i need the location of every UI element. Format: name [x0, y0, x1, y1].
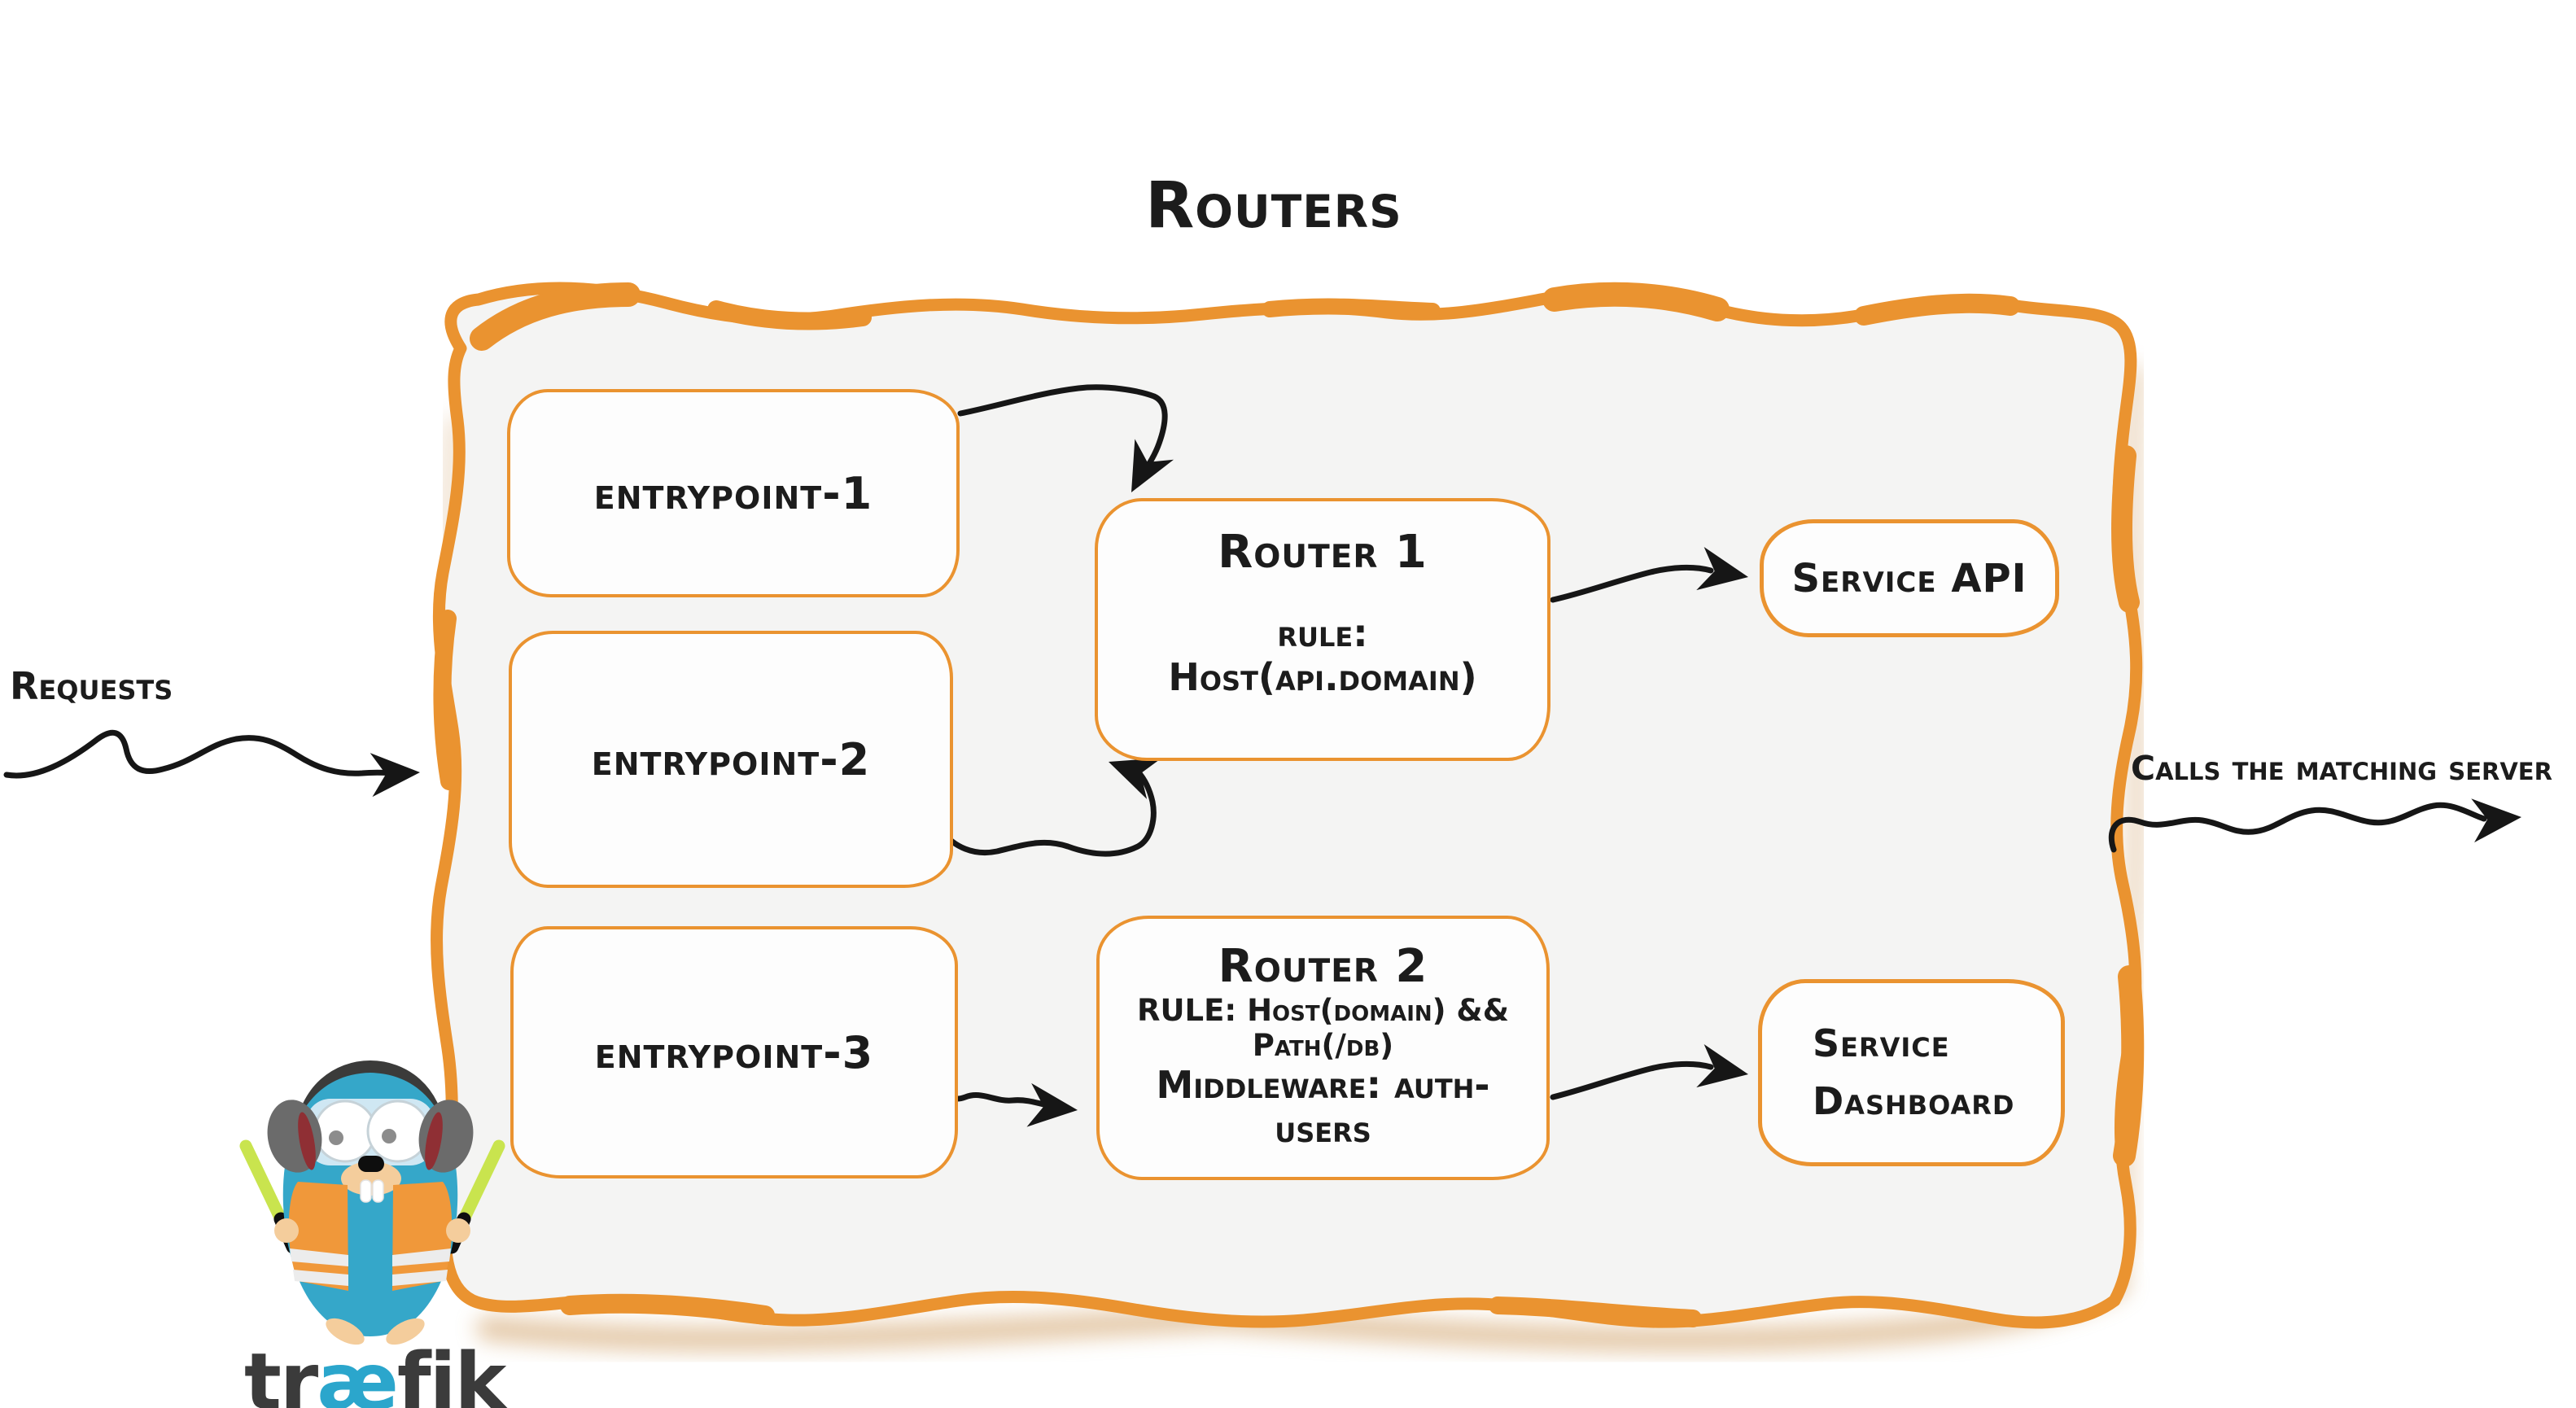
entrypoint-3-box: entrypoint-3 [510, 926, 958, 1178]
entrypoint-1-label: entrypoint-1 [593, 467, 873, 519]
entrypoint-3-label: entrypoint-3 [594, 1026, 874, 1078]
calls-label: Calls the matching server [2131, 749, 2552, 788]
traefik-wordmark: træfik [244, 1336, 506, 1408]
arrow-entrypoint1-to-router1 [957, 384, 1174, 492]
container-brush-accents [433, 282, 2145, 1327]
gopher-hand-left [274, 1218, 299, 1243]
traefik-ae-glyph: æ [317, 1336, 399, 1408]
arrow-router2-to-service-dashboard [1550, 1043, 1748, 1100]
traefik-gopher-mascot-icon [239, 1060, 505, 1345]
light-baton-left [239, 1139, 287, 1226]
requests-label: Requests [10, 664, 173, 708]
arrow-requests-in [3, 729, 420, 798]
goggle-eye-right [366, 1100, 430, 1163]
gopher-hand-right [446, 1218, 470, 1243]
arrows [3, 384, 2521, 1127]
service-dashboard-box: Service Dashboard [1758, 979, 2065, 1166]
router-2-rule: RULE: Host(domain) && Path(/db) [1137, 993, 1509, 1063]
diagram-title: Routers [1145, 169, 1402, 243]
arrow-router1-to-service-api [1550, 546, 1748, 603]
router-1-box: Router 1 rule: Host(api.domain) [1095, 498, 1550, 761]
service-api-label: Service API [1791, 555, 2027, 601]
service-dashboard-label-line2: Dashboard [1813, 1079, 2015, 1123]
arrow-entrypoint2-to-router1 [939, 758, 1162, 857]
entrypoint-2-box: entrypoint-2 [509, 631, 953, 888]
router-2-middleware: Middleware: auth-users [1156, 1063, 1490, 1151]
gopher-nose [358, 1156, 384, 1172]
service-api-box: Service API [1760, 519, 2059, 637]
goggle-eye-left [313, 1100, 377, 1163]
router-2-title: Router 2 [1218, 940, 1428, 993]
light-baton-right [457, 1139, 505, 1226]
entrypoint-2-label: entrypoint-2 [591, 733, 871, 785]
arrow-calls-out [2108, 798, 2521, 853]
router-2-box: Router 2 RULE: Host(domain) && Path(/db)… [1096, 916, 1550, 1180]
router-1-rule: rule: Host(api.domain) [1168, 611, 1477, 699]
router-1-title: Router 1 [1218, 526, 1428, 579]
service-dashboard-label-line1: Service [1813, 1021, 1950, 1065]
entrypoint-1-box: entrypoint-1 [507, 389, 960, 597]
